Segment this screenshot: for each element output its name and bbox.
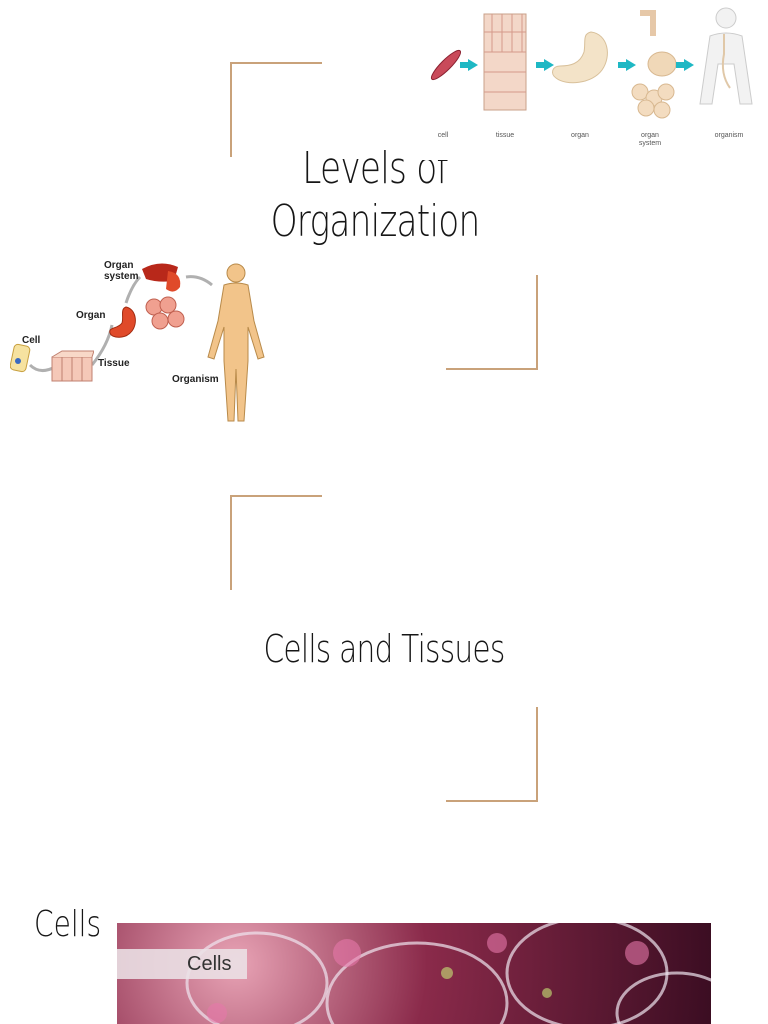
levels-left-diagram: Organ system Organ Cell Tissue Organism	[0, 255, 275, 430]
cell-illustration	[185, 923, 711, 1024]
stomach-icon	[552, 31, 608, 84]
label-cell: Cell	[22, 335, 41, 346]
label-cell: cell	[437, 132, 449, 139]
arrow-icon	[460, 59, 478, 71]
slide-levels-of-organization: Levels of Organization	[0, 0, 768, 430]
bracket-top-left	[230, 495, 322, 590]
digestive-system-icon	[631, 10, 677, 119]
cell-icon	[10, 343, 31, 373]
tissue-block-icon	[483, 13, 527, 111]
tissue-icon	[51, 350, 94, 382]
arrow-icon	[676, 59, 694, 71]
video-caption: Cells	[117, 949, 247, 979]
digestive-system-icon	[142, 263, 185, 330]
bracket-bottom-right	[446, 275, 538, 370]
label-tissue: Tissue	[98, 358, 130, 369]
label-organ-system: organ system	[638, 132, 662, 147]
slide-cells: Cells Cells	[0, 860, 768, 1024]
label-organ: Organ	[76, 310, 106, 321]
bracket-top-left	[230, 62, 322, 157]
label-organism: organism	[714, 132, 744, 139]
muscle-cell-icon	[430, 49, 462, 81]
human-figure-icon	[207, 263, 265, 422]
label-tissue: tissue	[495, 132, 515, 139]
bracket-bottom-right	[446, 707, 538, 802]
arrow-icon	[618, 59, 636, 71]
slide-cells-and-tissues: Cells and Tissues	[0, 430, 768, 860]
label-organ-system-line1: Organ	[104, 260, 134, 271]
title-line-2: Organization	[270, 195, 481, 247]
slide-title: Levels of Organization	[239, 143, 512, 249]
arrow-icon	[536, 59, 554, 71]
slide-heading: Cells	[34, 904, 102, 945]
cells-video-player[interactable]: Cells	[117, 923, 711, 1024]
levels-strip-diagram: cell tissue organ organ system organism	[420, 0, 768, 160]
stomach-icon	[109, 306, 136, 338]
label-organism: Organism	[172, 374, 219, 385]
slide-title: Cells and Tissues	[263, 627, 506, 671]
human-body-icon	[699, 7, 753, 105]
label-organ-system-line2: system	[104, 271, 139, 282]
label-organ: organ	[571, 132, 589, 139]
